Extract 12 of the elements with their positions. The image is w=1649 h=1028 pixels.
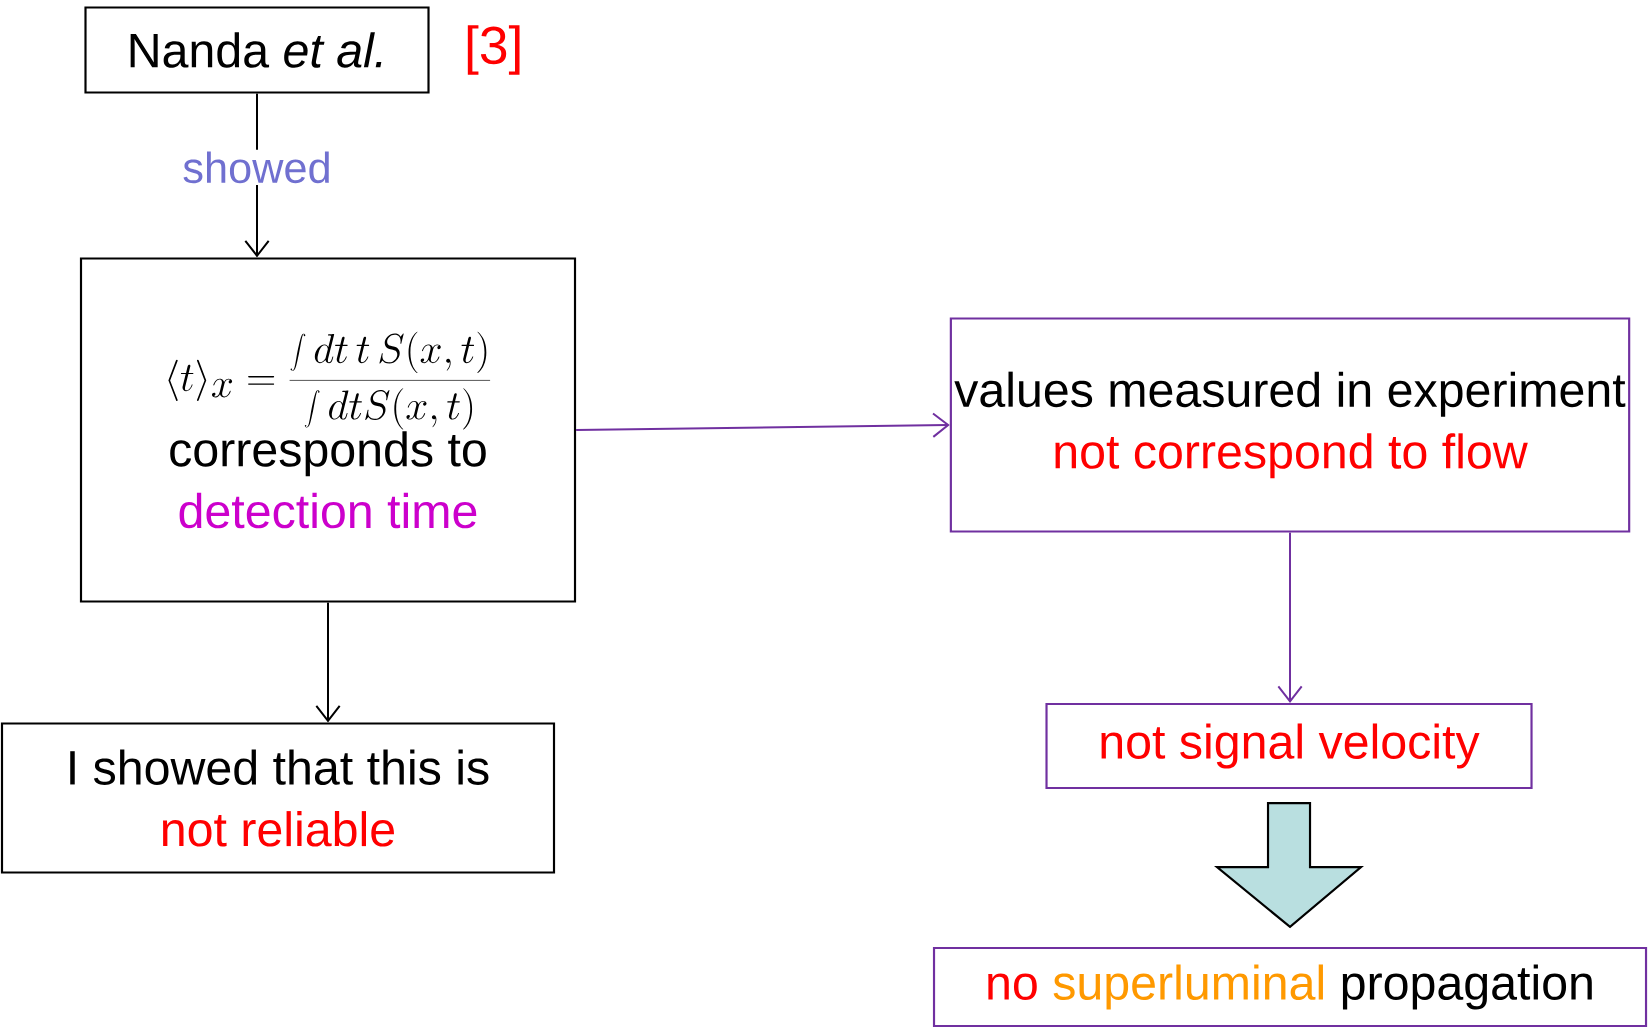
arrow [1277,531,1303,703]
process-box: I showed that this is not reliable [0,722,556,874]
process-box: values measured in experiment not correspond to flow [949,317,1631,533]
block-arrow [1214,802,1364,929]
process-box: $\langle t\rangle_x = \frac{\displaystyle\int dt\, t\, S(x,t)}{\displaystyle\int dt S(x,t)}$ corresponds to detection time [79,257,577,603]
arrow [575,412,950,438]
process-box: no superluminal propagation [932,946,1648,1028]
edge-label: showed [180,149,334,185]
citation-label: [3] [467,25,520,75]
process-box: not signal velocity [1045,702,1533,790]
process-box: Nanda et al. [84,6,430,94]
arrow [315,601,341,723]
